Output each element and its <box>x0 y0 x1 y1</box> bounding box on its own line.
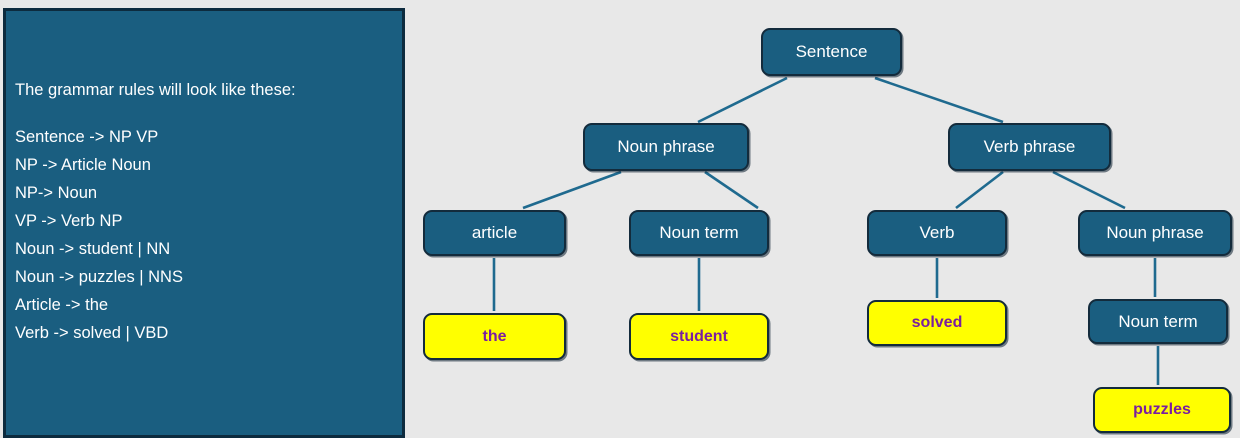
tree-node-np-left[interactable]: Noun phrase <box>583 123 749 171</box>
grammar-rule-line: NP-> Noun <box>15 184 98 202</box>
grammar-rule-line: VP -> Verb NP <box>15 212 123 230</box>
tree-node-label: Verb phrase <box>983 137 1076 156</box>
grammar-rule-line: Sentence -> NP VP <box>15 128 159 146</box>
tree-node-verb[interactable]: Verb <box>867 210 1007 256</box>
tree-node-term-puzzles[interactable]: puzzles <box>1093 387 1231 433</box>
tree-node-label: solved <box>911 314 963 331</box>
tree-node-label: Noun term <box>1118 311 1198 331</box>
tree-node-label: Verb <box>919 223 955 242</box>
tree-edge-np-left-to-noun-term-1 <box>704 170 759 210</box>
grammar-rule-line: NP -> Article Noun <box>15 156 151 174</box>
tree-node-label: puzzles <box>1133 401 1191 418</box>
tree-node-term-student[interactable]: student <box>629 313 769 360</box>
tree-node-noun-term-2[interactable]: Noun term <box>1088 299 1228 344</box>
grammar-rule-line: Noun -> student | NN <box>15 240 171 258</box>
grammar-rule-line: Verb -> solved | VBD <box>15 324 169 342</box>
tree-node-label: Noun phrase <box>1106 223 1204 242</box>
tree-node-article[interactable]: article <box>423 210 566 256</box>
tree-edge-vp-to-np-right <box>1052 170 1126 210</box>
tree-node-sentence[interactable]: Sentence <box>761 28 902 76</box>
grammar-rules-heading: The grammar rules will look like these: <box>15 81 296 99</box>
tree-edge-np-left-to-article <box>522 170 622 210</box>
grammar-rules-panel: The grammar rules will look like these: … <box>3 8 405 438</box>
spacer <box>15 104 396 123</box>
grammar-rule-line: Noun -> puzzles | NNS <box>15 268 183 286</box>
tree-edge-sentence-to-vp <box>874 76 1004 124</box>
tree-edge-sentence-to-np-left <box>697 76 788 124</box>
tree-node-np-right[interactable]: Noun phrase <box>1078 210 1232 256</box>
grammar-rule-line: Article -> the <box>15 296 109 314</box>
tree-node-label: Noun phrase <box>617 137 715 156</box>
tree-node-vp[interactable]: Verb phrase <box>948 123 1111 171</box>
tree-node-label: student <box>670 327 728 345</box>
tree-edge-vp-to-verb <box>955 170 1004 210</box>
tree-node-label: Noun term <box>659 223 739 242</box>
tree-node-label: the <box>482 327 507 345</box>
grammar-rules-content: The grammar rules will look like these: … <box>15 76 396 347</box>
tree-node-label: Sentence <box>795 42 868 61</box>
tree-node-term-the[interactable]: the <box>423 313 566 360</box>
tree-node-term-solved[interactable]: solved <box>867 300 1007 346</box>
tree-node-noun-term-1[interactable]: Noun term <box>629 210 769 256</box>
tree-node-label: article <box>471 223 518 242</box>
